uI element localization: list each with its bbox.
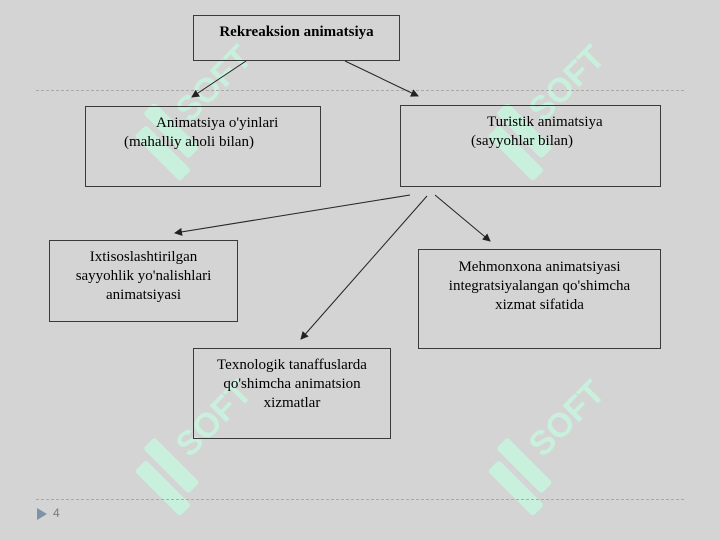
technological-line-2: qo'shimcha animatsion xyxy=(223,376,361,392)
specialized-tourism-node: Ixtisoslashtirilgan sayyohlik yo'nalishl… xyxy=(49,240,238,322)
watermark-top-left: SOFT xyxy=(92,30,262,200)
watermark-bottom-right: SOFT xyxy=(445,365,615,535)
watermark-top-right: SOFT xyxy=(445,30,615,200)
tourist-animation-title: Turistik animatsiya xyxy=(487,114,603,130)
hotel-line-2: integratsiyalangan qo'shimcha xyxy=(448,278,631,294)
soft-logo-icon: SOFT xyxy=(135,373,260,516)
arrow-root-to-games xyxy=(191,60,247,98)
arrow-tourist-to-hotel xyxy=(434,194,491,242)
tourist-animation-node: Turistik animatsiya (sayyohlar bilan) xyxy=(400,105,661,187)
root-node-label: Rekreaksion animatsiya xyxy=(219,24,374,40)
technological-breaks-node: Texnologik tanaffuslarda qo'shimcha anim… xyxy=(193,348,391,439)
arrow-root-to-tourist xyxy=(344,60,419,97)
root-node: Rekreaksion animatsiya xyxy=(193,15,400,61)
bottom-divider xyxy=(36,499,684,500)
arrow-tourist-to-specialized xyxy=(174,194,411,236)
technological-line-3: xizmatlar xyxy=(263,395,321,411)
slide-marker-icon xyxy=(37,508,47,520)
technological-line-1: Texnologik tanaffuslarda xyxy=(217,357,367,373)
tourist-animation-subtitle: (sayyohlar bilan) xyxy=(471,133,574,149)
animation-games-node: Animatsiya o'yinlari (mahalliy aholi bil… xyxy=(85,106,321,187)
soft-logo-icon: SOFT xyxy=(135,38,260,181)
hotel-line-1: Mehmonxona animatsiyasi xyxy=(458,259,621,275)
page-number: 4 xyxy=(53,506,60,520)
soft-logo-icon: SOFT xyxy=(488,373,613,516)
specialized-line-1: Ixtisoslashtirilgan xyxy=(89,249,198,265)
top-divider xyxy=(36,90,684,91)
watermark-bottom-left: SOFT xyxy=(92,365,262,535)
hotel-animation-node: Mehmonxona animatsiyasi integratsiyalang… xyxy=(418,249,661,349)
animation-games-title: Animatsiya o'yinlari xyxy=(156,115,279,131)
hotel-line-3: xizmat sifatida xyxy=(495,297,584,313)
soft-logo-icon: SOFT xyxy=(488,38,613,181)
specialized-line-3: animatsiyasi xyxy=(106,287,181,303)
specialized-line-2: sayyohlik yo'nalishlari xyxy=(75,268,212,284)
arrow-tourist-to-technological xyxy=(300,195,428,340)
animation-games-subtitle: (mahalliy aholi bilan) xyxy=(124,134,254,150)
